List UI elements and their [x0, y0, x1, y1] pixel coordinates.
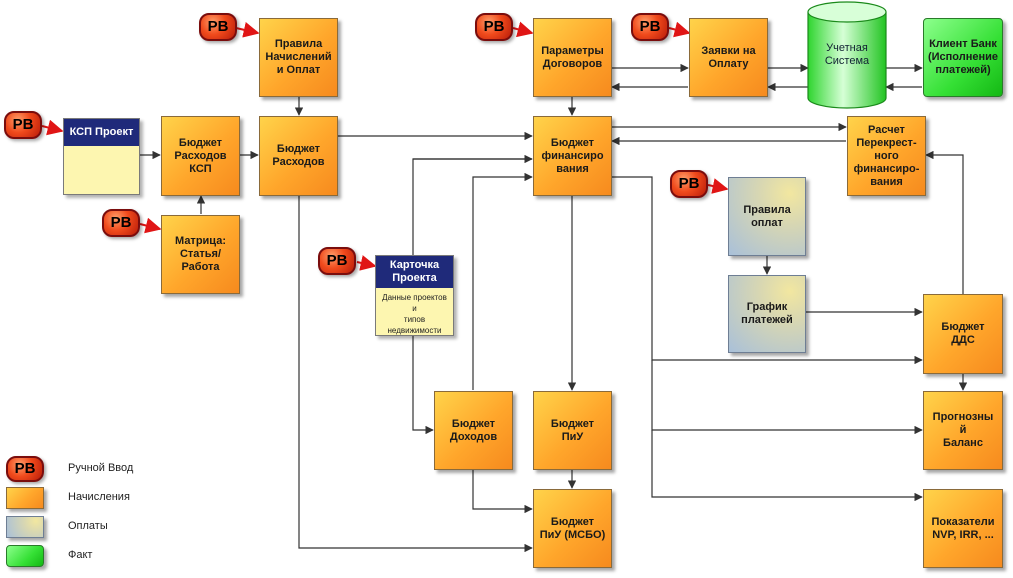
node-zayavki-na-oplatu[interactable]: Заявки на Оплату: [689, 18, 768, 97]
legend-manual-label: Ручной Ввод: [68, 462, 134, 474]
node-uchetnaya-sistema[interactable]: Учетная Система: [824, 42, 870, 67]
arrow-dds-to-raschet: [925, 150, 964, 294]
manual-input-badge: РВ: [318, 247, 356, 275]
node-parametry-dogovorov[interactable]: Параметры Договоров: [533, 18, 612, 97]
node-byudzhet-dds[interactable]: Бюджет ДДС: [923, 294, 1003, 374]
manual-input-badge: РВ: [670, 170, 708, 198]
manual-input-badge: РВ: [475, 13, 513, 41]
badge-arrow: [139, 217, 162, 234]
arrow-finans-fanout-pokazateli: [651, 430, 923, 502]
badge-arrow: [356, 255, 377, 271]
badge-arrow: [668, 21, 691, 38]
node-byudzhet-piu[interactable]: Бюджет ПиУ: [533, 391, 612, 470]
legend-payments-swatch: [6, 516, 44, 538]
legend-accruals-swatch: [6, 487, 44, 509]
badge-arrow: [41, 119, 64, 136]
legend-accruals-label: Начисления: [68, 491, 130, 503]
database-cylinder: [807, 1, 887, 109]
node-prognoznyy-balans[interactable]: Прогнозны й Баланс: [923, 391, 1003, 470]
node-raschet-perekrestnogo[interactable]: Расчет Перекрест- ного финансиро- вания: [847, 116, 926, 196]
node-ksp-proekt[interactable]: КСП Проект: [63, 118, 140, 195]
node-byudzhet-dokhodov[interactable]: Бюджет Доходов: [434, 391, 513, 470]
arrow-kartochka-to-dokhody: [412, 336, 434, 435]
badge-arrow: [235, 22, 260, 38]
node-grafik-platezhey[interactable]: График платежей: [728, 275, 806, 353]
manual-input-badge: РВ: [199, 13, 237, 41]
arrow-dokhody-to-msfo: [472, 470, 533, 514]
manual-input-badge: РВ: [4, 111, 42, 139]
manual-input-badge: РВ: [631, 13, 669, 41]
legend-manual-swatch: РВ: [6, 456, 44, 482]
legend-fact-label: Факт: [68, 549, 93, 561]
arrow-finans-fanout-balans: [651, 360, 923, 435]
legend-payments-label: Оплаты: [68, 520, 108, 532]
node-pravila-nachisleniy[interactable]: Правила Начислений и Оплат: [259, 18, 338, 97]
kartochka-proekta-body: Данные проектов и типов недвижимости: [382, 293, 447, 335]
badge-arrow: [512, 21, 534, 38]
ksp-proekt-title: КСП Проект: [64, 119, 139, 146]
kartochka-proekta-title: Карточка Проекта: [376, 256, 453, 288]
node-pokazateli[interactable]: Показатели NVP, IRR, ...: [923, 489, 1003, 568]
arrow-dokhody-to-finans: [472, 172, 533, 390]
node-byudzhet-piu-msfo[interactable]: Бюджет ПиУ (МСБО): [533, 489, 612, 568]
node-matritsa[interactable]: Матрица: Статья/ Работа: [161, 215, 240, 294]
badge-arrow: [707, 178, 729, 194]
node-byudzhet-raskhodov-ksp[interactable]: Бюджет Расходов КСП: [161, 116, 240, 196]
node-byudzhet-finansirovaniya[interactable]: Бюджет финансиро вания: [533, 116, 612, 196]
arrow-br-to-msfo: [298, 196, 533, 553]
node-pravila-oplat[interactable]: Правила оплат: [728, 177, 806, 256]
node-kartochka-proekta[interactable]: Карточка Проекта Данные проектов и типов…: [375, 255, 454, 336]
node-klient-bank[interactable]: Клиент Банк (Исполнение платежей): [923, 18, 1003, 97]
manual-input-badge: РВ: [102, 209, 140, 237]
legend-fact-swatch: [6, 545, 44, 567]
arrow-finans-fanout-dds: [612, 176, 923, 365]
node-byudzhet-raskhodov[interactable]: Бюджет Расходов: [259, 116, 338, 196]
